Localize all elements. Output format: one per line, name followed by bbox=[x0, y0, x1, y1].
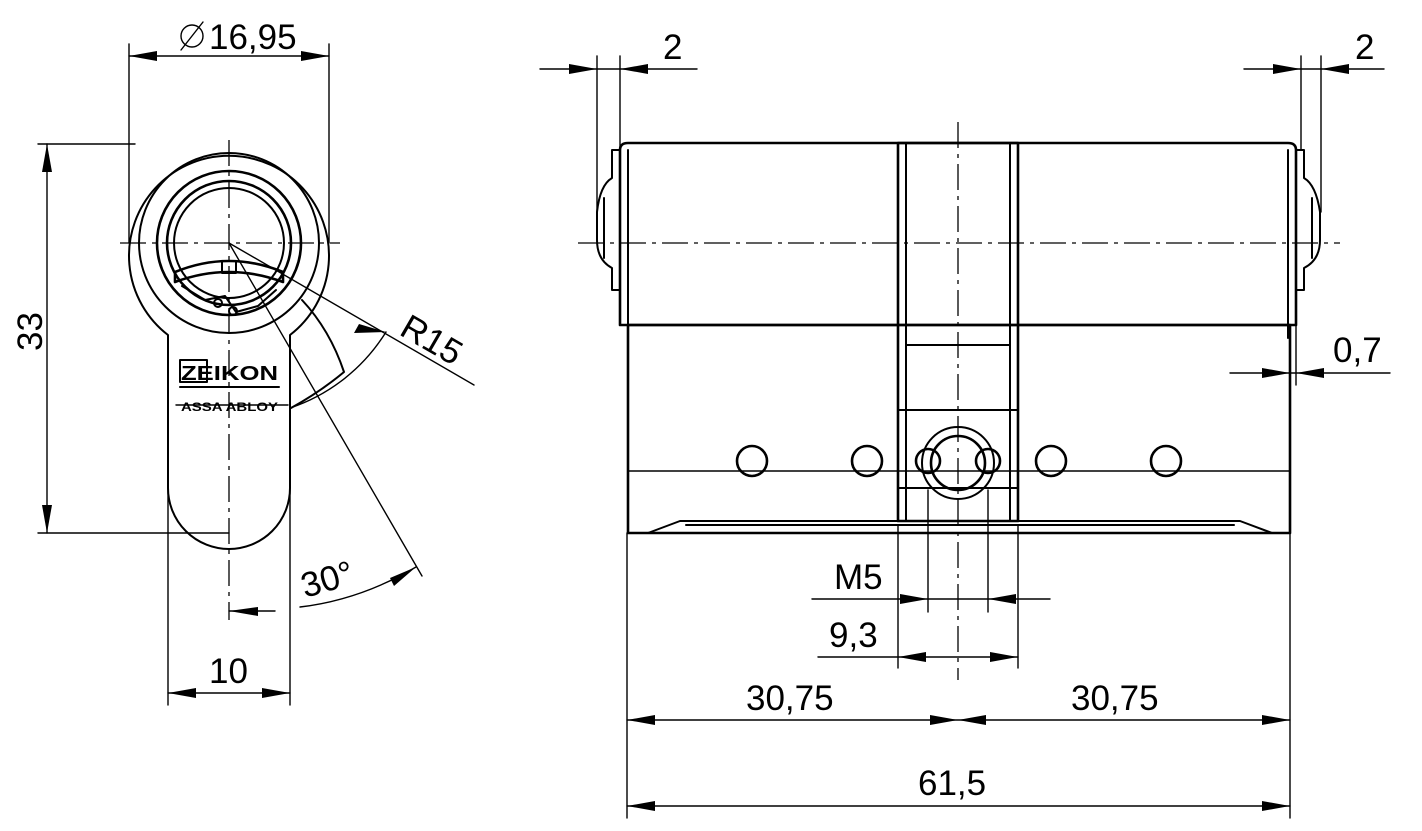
half-right-arrow-2 bbox=[1262, 715, 1290, 725]
keyway-pin-1 bbox=[213, 298, 223, 308]
height-arrow-top bbox=[42, 144, 52, 172]
overall-arrow-2 bbox=[1262, 801, 1290, 811]
cam-arrow-right bbox=[262, 688, 290, 698]
half-left-arrow-1 bbox=[627, 715, 655, 725]
flange-right-arrow-1 bbox=[1273, 64, 1301, 74]
left-collar bbox=[596, 149, 621, 291]
pin-hole-5 bbox=[1034, 444, 1068, 478]
overall-length-label: 61,5 bbox=[918, 764, 986, 803]
thread-arrow-2 bbox=[988, 594, 1016, 604]
cylinder-lower-body bbox=[626, 323, 1292, 535]
front-view: ZEIKON ASSA ABLOY 16,95 33 R15 30° bbox=[11, 18, 475, 706]
cam-arrow-left bbox=[168, 688, 196, 698]
angle-arc bbox=[299, 566, 417, 608]
angle-leader bbox=[228, 242, 423, 577]
half-right-arrow-1 bbox=[958, 715, 986, 725]
angle-arrow-end bbox=[390, 567, 416, 586]
thread-arrow-1 bbox=[900, 594, 928, 604]
flange-left-arrow-1 bbox=[569, 64, 597, 74]
half-left-label: 30,75 bbox=[746, 679, 834, 718]
brand-logo-box bbox=[179, 359, 208, 383]
half-left-arrow-2 bbox=[930, 715, 958, 725]
front-outline bbox=[128, 154, 330, 550]
flange-right-arrow-2 bbox=[1321, 64, 1349, 74]
pin-hole-2 bbox=[850, 444, 884, 478]
dia-label: 16,95 bbox=[209, 18, 297, 57]
pin-hole-3 bbox=[914, 447, 942, 475]
pin-hole-1 bbox=[735, 444, 769, 478]
half-right-label: 30,75 bbox=[1071, 679, 1159, 718]
radius-label: R15 bbox=[394, 307, 469, 373]
flange-left-arrow-2 bbox=[620, 64, 648, 74]
height-arrow-bottom bbox=[42, 505, 52, 533]
dia-arrow-right bbox=[301, 51, 329, 61]
offset-arrow-2 bbox=[1296, 368, 1324, 378]
slot-arrow-2 bbox=[990, 652, 1018, 662]
diameter-symbol bbox=[180, 24, 204, 48]
keyway-outline bbox=[173, 259, 285, 284]
offset-arrow-1 bbox=[1262, 368, 1290, 378]
base-plate bbox=[647, 520, 1273, 534]
pin-hole-6 bbox=[1149, 444, 1183, 478]
diameter-symbol-slash bbox=[180, 21, 204, 51]
overall-arrow-1 bbox=[627, 801, 655, 811]
radius-leader bbox=[228, 242, 475, 386]
keyway-detail bbox=[181, 285, 277, 313]
height-label: 33 bbox=[11, 312, 50, 351]
cam-width-label: 10 bbox=[209, 652, 248, 691]
slot-label: 9,3 bbox=[829, 616, 878, 655]
flange-left-label: 2 bbox=[663, 28, 682, 67]
slot-arrow-1 bbox=[898, 652, 926, 662]
offset-label: 0,7 bbox=[1333, 331, 1382, 370]
radius-arc bbox=[289, 331, 387, 409]
right-collar bbox=[1295, 149, 1321, 291]
cam-profile bbox=[290, 299, 345, 409]
thread-label: M5 bbox=[834, 558, 883, 597]
angle-label: 30° bbox=[296, 554, 358, 606]
side-view: 2 2 0,7 M5 9,3 30,75 bbox=[539, 28, 1391, 819]
radius-arrow bbox=[354, 324, 386, 333]
flange-right-label: 2 bbox=[1355, 28, 1374, 67]
pin-hole-4 bbox=[974, 447, 1002, 475]
dia-arrow-left bbox=[129, 51, 157, 61]
